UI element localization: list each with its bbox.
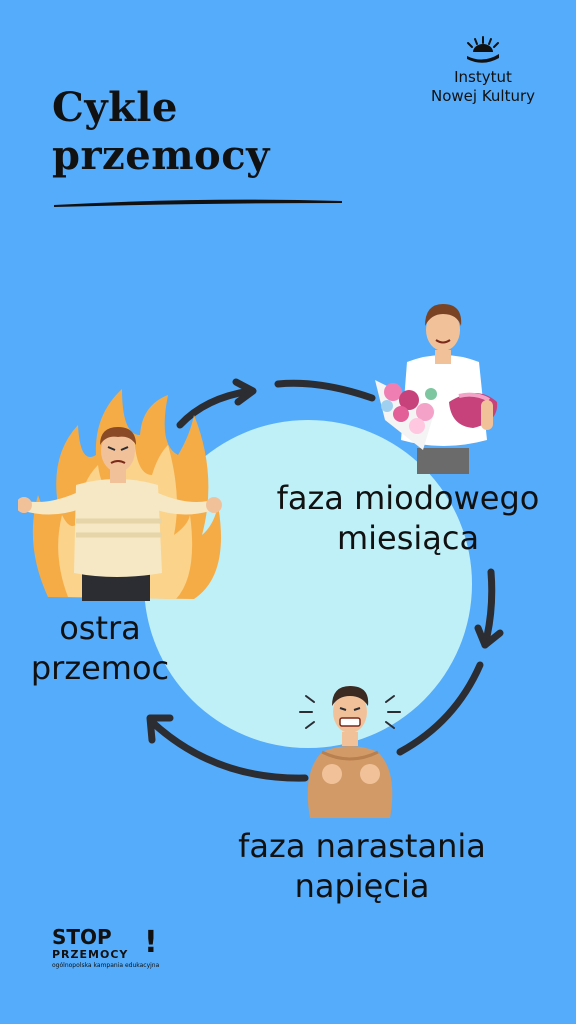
logo-line-1: Instytut xyxy=(454,68,512,86)
campaign-line-1: STOP xyxy=(52,925,112,949)
title-line-2: przemocy xyxy=(52,132,270,179)
institute-logo: Instytut Nowej Kultury xyxy=(418,34,548,106)
arc-top-right xyxy=(274,379,376,402)
phase-label-acute-violence: ostra przemoc xyxy=(18,608,182,688)
campaign-line-3: ogólnopolska kampania edukacyjna xyxy=(52,962,160,969)
arrow-tension-to-acute xyxy=(148,718,309,782)
tense-man-illustration xyxy=(299,686,401,818)
arrow-honeymoon-to-tension-head xyxy=(474,624,504,649)
arrow-tension-to-acute-head xyxy=(146,714,174,744)
angry-man-flames-illustration xyxy=(18,389,222,601)
phase-honeymoon-line-1: faza miodowego xyxy=(276,479,540,517)
page-title: Cykle przemocy xyxy=(52,84,270,180)
campaign-line-2: PRZEMOCY xyxy=(52,948,129,961)
phase-honeymoon-line-2: miesiąca xyxy=(336,519,480,557)
phase-label-honeymoon: faza miodowego miesiąca xyxy=(255,478,561,558)
phase-acute-line-2: przemoc xyxy=(30,649,170,687)
arrow-acute-to-honeymoon xyxy=(176,387,254,429)
phase-tension-line-2: napięcia xyxy=(294,867,430,905)
phase-label-tension: faza narastania napięcia xyxy=(222,826,502,906)
title-line-1: Cykle xyxy=(52,84,178,131)
phase-acute-line-1: ostra xyxy=(59,609,141,647)
logo-line-2: Nowej Kultury xyxy=(430,87,536,105)
sun-hand-icon xyxy=(467,36,499,63)
man-with-flowers-illustration xyxy=(375,304,498,474)
phase-tension-line-1: faza narastania xyxy=(238,827,486,865)
arrow-acute-to-honeymoon-head xyxy=(232,378,257,406)
campaign-exclamation-mark: ! xyxy=(144,925,158,960)
stop-przemocy-logo: STOP PRZEMOCY ogólnopolska kampania eduk… xyxy=(52,926,159,970)
arrow-honeymoon-to-tension xyxy=(481,568,496,649)
arc-bottom-right xyxy=(396,661,484,756)
title-underline xyxy=(54,199,342,207)
